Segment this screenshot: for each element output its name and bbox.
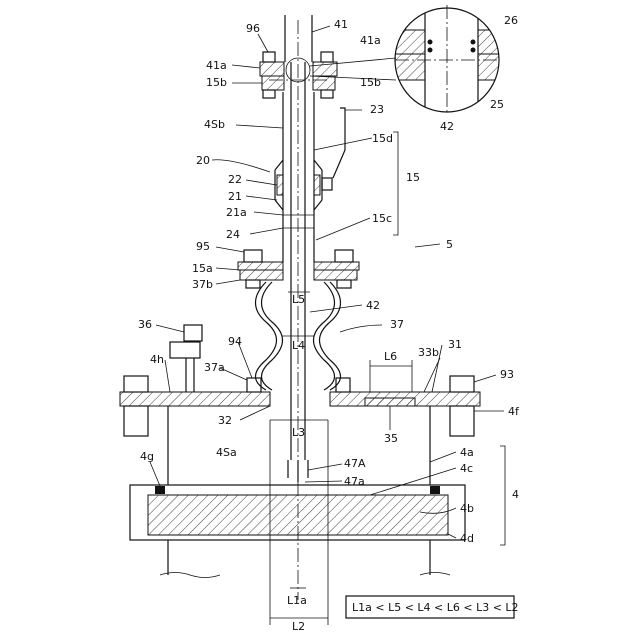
label-4c: 4c	[460, 462, 473, 475]
label-5: 5	[446, 238, 453, 251]
label-21: 21	[228, 190, 242, 203]
label-96: 96	[246, 22, 260, 35]
dim-L5: L5	[292, 293, 305, 306]
label-15a: 15a	[192, 262, 213, 275]
label-47A: 47A	[344, 457, 366, 470]
label-15c: 15c	[372, 212, 392, 225]
dim-L4: L4	[292, 339, 305, 352]
label-4: 4	[512, 488, 519, 501]
dimension-labels: L5 L4 L6 L3 L1a L2	[287, 293, 397, 633]
label-20: 20	[196, 154, 210, 167]
dim-L6: L6	[384, 350, 397, 363]
label-94: 94	[228, 335, 242, 348]
label-41: 41	[334, 18, 348, 31]
dim-L1a: L1a	[287, 594, 307, 607]
zoom-label-42: 42	[440, 120, 454, 133]
label-95: 95	[196, 240, 210, 253]
dim-L2: L2	[292, 620, 305, 633]
label-42: 42	[366, 299, 380, 312]
label-23: 23	[370, 103, 384, 116]
label-15d: 15d	[372, 132, 393, 145]
label-47a: 47a	[344, 475, 365, 488]
relation-text: L1a < L5 < L4 < L6 < L3 < L2	[352, 601, 519, 614]
label-32: 32	[218, 414, 232, 427]
label-35: 35	[384, 432, 398, 445]
label-24: 24	[226, 228, 240, 241]
label-37b: 37b	[192, 278, 213, 291]
label-31: 31	[448, 338, 462, 351]
label-33b: 33b	[418, 346, 439, 359]
label-4d: 4d	[460, 532, 474, 545]
zoom-label-25: 25	[490, 98, 504, 111]
label-41a: 41a	[206, 59, 227, 72]
label-37a: 37a	[204, 361, 225, 374]
label-22: 22	[228, 173, 242, 186]
rod-assembly	[260, 15, 337, 460]
label-4g: 4g	[140, 450, 154, 463]
label-21a: 21a	[226, 206, 247, 219]
label-15b: 15b	[206, 76, 227, 89]
zoom-label-26: 26	[504, 14, 518, 27]
label-36: 36	[138, 318, 152, 331]
valve-20	[275, 108, 345, 228]
label-37: 37	[390, 318, 404, 331]
label-4h: 4h	[150, 353, 164, 366]
label-4a: 4a	[460, 446, 474, 459]
flange-15a	[238, 250, 359, 288]
zoom-label-15b: 15b	[360, 76, 381, 89]
label-4f: 4f	[508, 405, 520, 418]
label-4b: 4b	[460, 502, 474, 515]
dim-L3: L3	[292, 426, 305, 439]
relation-box: L1a < L5 < L4 < L6 < L3 < L2	[346, 596, 519, 618]
label-4Sb: 4Sb	[204, 118, 225, 131]
label-93: 93	[500, 368, 514, 381]
label-15: 15	[406, 171, 420, 184]
label-4Sa: 4Sa	[216, 446, 237, 459]
zoom-label-41a: 41a	[360, 34, 381, 47]
